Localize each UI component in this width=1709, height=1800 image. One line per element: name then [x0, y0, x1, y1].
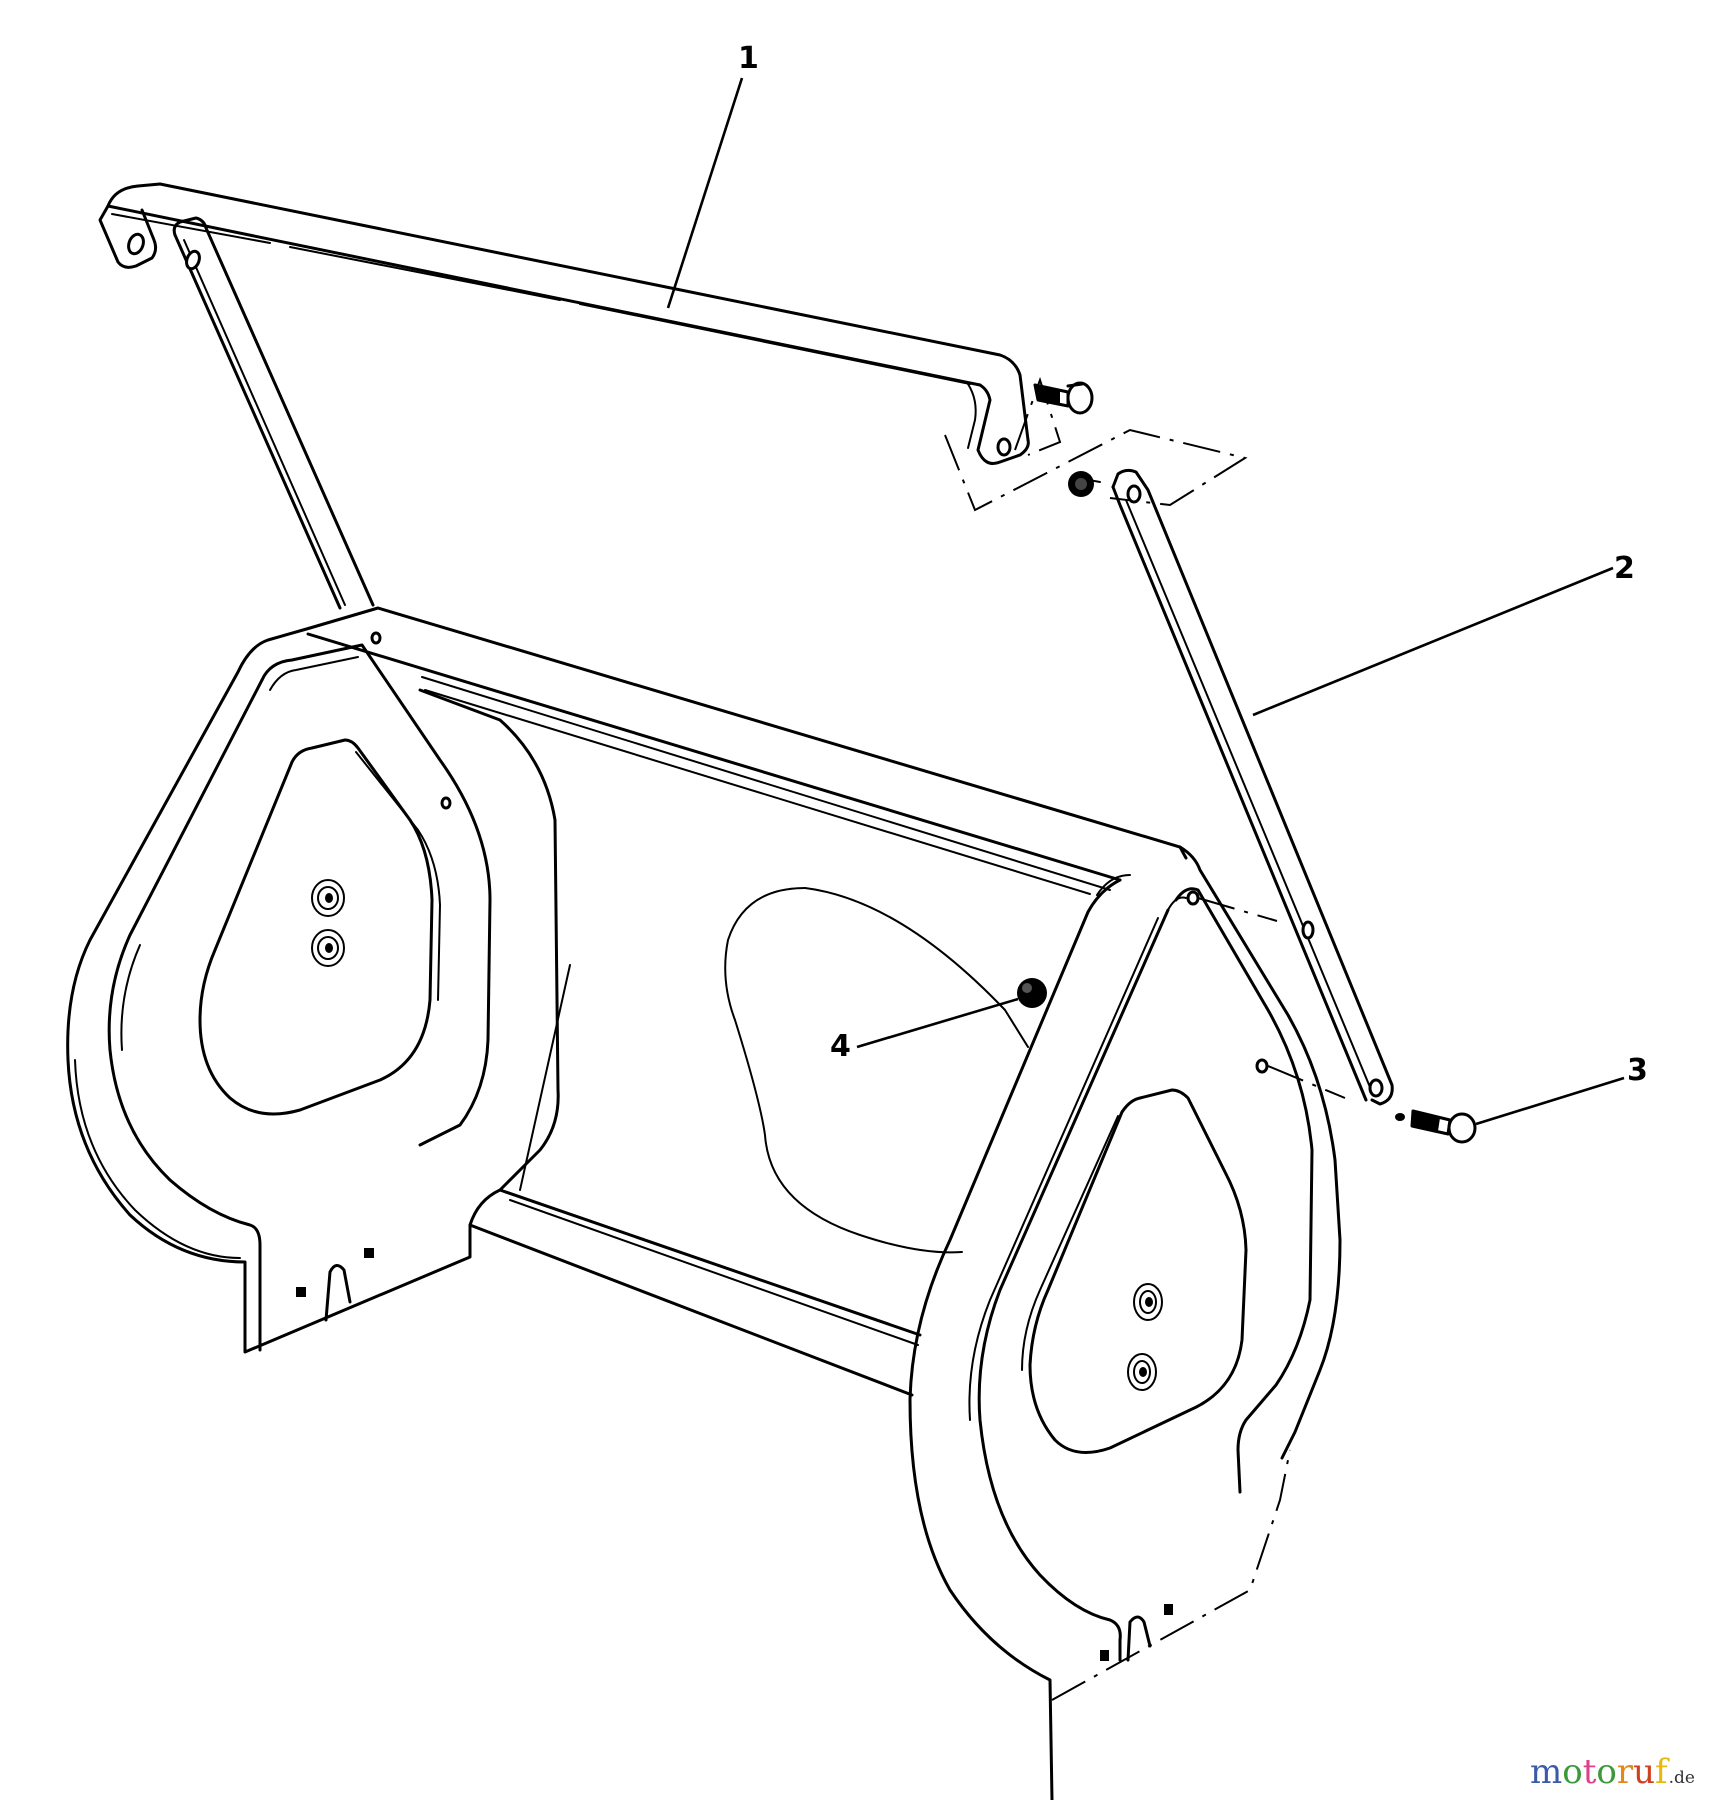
- carriage-bolt[interactable]: [1395, 1109, 1477, 1144]
- callout-4[interactable]: 4: [830, 1029, 851, 1064]
- watermark-tld: .de: [1668, 1768, 1695, 1788]
- watermark-letter: o: [1596, 1752, 1617, 1792]
- left-side-panel: [66, 626, 560, 1354]
- lock-nut-upper[interactable]: [1068, 471, 1094, 497]
- callout-label-2: 2: [1614, 551, 1635, 586]
- lock-nut[interactable]: [1017, 978, 1047, 1008]
- callout-3[interactable]: 3: [1627, 1053, 1648, 1088]
- watermark-letter: o: [1562, 1752, 1583, 1792]
- hex-bolt-upper[interactable]: [1033, 381, 1094, 415]
- auger-opening: [724, 887, 1029, 1254]
- mounting-boss-lower-right: [1127, 1353, 1157, 1391]
- watermark-letter: r: [1616, 1752, 1634, 1792]
- mounting-boss-upper-right: [1133, 1283, 1163, 1321]
- alignment-leaders: [1197, 897, 1346, 1099]
- left-side-strap[interactable]: [172, 216, 375, 610]
- lower-cross-member: [468, 964, 922, 1397]
- upper-handle-bar[interactable]: [98, 182, 1030, 465]
- callout-label-4: 4: [830, 1029, 851, 1064]
- housing-top-plate: [306, 606, 1188, 895]
- watermark-letter: m: [1529, 1752, 1563, 1792]
- callout-leaders: [666, 77, 1625, 1126]
- right-side-panel: [908, 845, 1342, 1800]
- watermark-letter: t: [1582, 1752, 1597, 1792]
- callout-1[interactable]: 1: [738, 41, 759, 76]
- callout-2[interactable]: 2: [1614, 551, 1635, 586]
- side-brace-strap[interactable]: [1111, 468, 1394, 1106]
- mounting-boss-lower: [311, 929, 345, 967]
- callout-label-3: 3: [1627, 1053, 1648, 1088]
- watermark-letter: u: [1633, 1752, 1656, 1792]
- callout-label-1: 1: [738, 41, 759, 76]
- watermark-logo: motoruf.de: [1530, 1752, 1695, 1792]
- mounting-boss-upper: [311, 879, 345, 917]
- watermark-letter: f: [1655, 1752, 1668, 1792]
